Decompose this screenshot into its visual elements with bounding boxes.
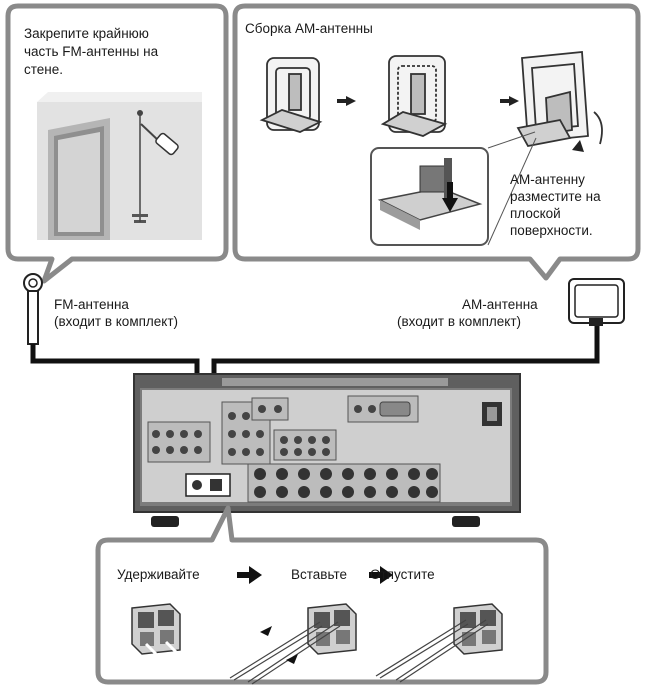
am-callout-note-line1: АМ-антенну bbox=[510, 172, 585, 187]
av-receiver bbox=[133, 373, 521, 527]
am-callout-note-line3: плоской bbox=[510, 206, 561, 221]
arrow-right-icon bbox=[369, 566, 393, 584]
am-antenna-label-line2: (входит в комплект) bbox=[397, 314, 522, 329]
terminal-step-insert: Вставьте bbox=[291, 567, 347, 582]
terminal-release-illustration bbox=[375, 603, 503, 683]
terminal-insert-illustration bbox=[229, 603, 357, 685]
am-assembly-step-2 bbox=[380, 55, 448, 137]
am-callout-title: Сборка АМ-антенны bbox=[245, 21, 373, 36]
fm-antenna-label-line1: FM-антенна bbox=[54, 297, 129, 312]
terminal-hold-illustration bbox=[131, 603, 181, 656]
am-callout-note-line2: разместите на bbox=[510, 189, 601, 204]
fm-antenna bbox=[23, 273, 43, 345]
am-assembly-step-1 bbox=[259, 57, 323, 133]
am-terminal bbox=[210, 479, 222, 491]
terminal-step-hold: Удерживайте bbox=[117, 567, 200, 582]
arrow-right-icon bbox=[237, 566, 262, 584]
arrow-right-icon bbox=[509, 96, 519, 106]
terminal-step-release: Отпустите bbox=[370, 567, 435, 582]
terminal-callout-bubble bbox=[95, 505, 549, 685]
am-antenna-label-line1: АМ-антенна bbox=[462, 297, 538, 312]
fm-antenna-label-line2: (входит в комплект) bbox=[54, 314, 179, 329]
fm-callout-text-line1: Закрепите крайнюю bbox=[24, 26, 149, 41]
fm-callout-text-line2: часть FM-антенны на bbox=[24, 44, 159, 59]
arrow-right-icon bbox=[346, 96, 356, 106]
am-antenna bbox=[568, 278, 625, 326]
screwdriver-icon bbox=[140, 123, 179, 156]
fm-terminal bbox=[192, 480, 202, 490]
rotate-arrow-icon bbox=[572, 140, 584, 152]
am-base-inset bbox=[370, 131, 537, 246]
wall-illustration bbox=[37, 92, 202, 240]
am-callout-note-line4: поверхности. bbox=[510, 223, 593, 238]
am-assembly-step-3 bbox=[516, 51, 603, 148]
fm-callout-text-line3: стене. bbox=[24, 62, 64, 77]
